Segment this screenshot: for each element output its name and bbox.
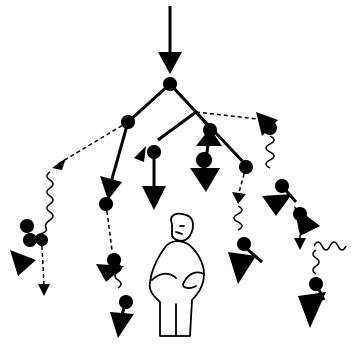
wavy-right-4: [313, 250, 319, 274]
vertex-far-left-2: [23, 233, 37, 247]
arrow-right-center: [232, 192, 246, 204]
wavy-right-3: [314, 242, 346, 250]
incoming-line: [158, 6, 182, 74]
arrow-left-down: [100, 176, 122, 200]
wavy-right-1: [266, 136, 274, 168]
arrow-right-3-down: [294, 238, 306, 250]
solid-branches: [128, 84, 246, 165]
wavy-right-center: [234, 206, 242, 230]
vertex-far-left: [20, 219, 34, 233]
arrow-center-right-down: [190, 168, 220, 192]
arrow-right-2: [262, 194, 292, 216]
arrow-left-3: [96, 264, 124, 282]
arrow-far-left-down: [38, 284, 50, 296]
arrow-far-left: [10, 250, 36, 276]
vertex-far-left-3: [36, 234, 48, 246]
dashed-right: [196, 112, 266, 120]
vertex-right-1: [263, 121, 277, 135]
line-left-down: [110, 122, 128, 186]
arrow-right-center-2: [228, 252, 256, 284]
wavy-left: [36, 172, 54, 242]
dashed-far-left-down: [42, 246, 44, 286]
vertex-center-right-2: [196, 152, 212, 168]
arrow-center-left: [134, 146, 146, 162]
person-icon: [150, 214, 204, 336]
vertex-left-4: [119, 295, 133, 309]
arrow-center-down: [142, 186, 166, 210]
arrow-right-3: [294, 206, 320, 236]
